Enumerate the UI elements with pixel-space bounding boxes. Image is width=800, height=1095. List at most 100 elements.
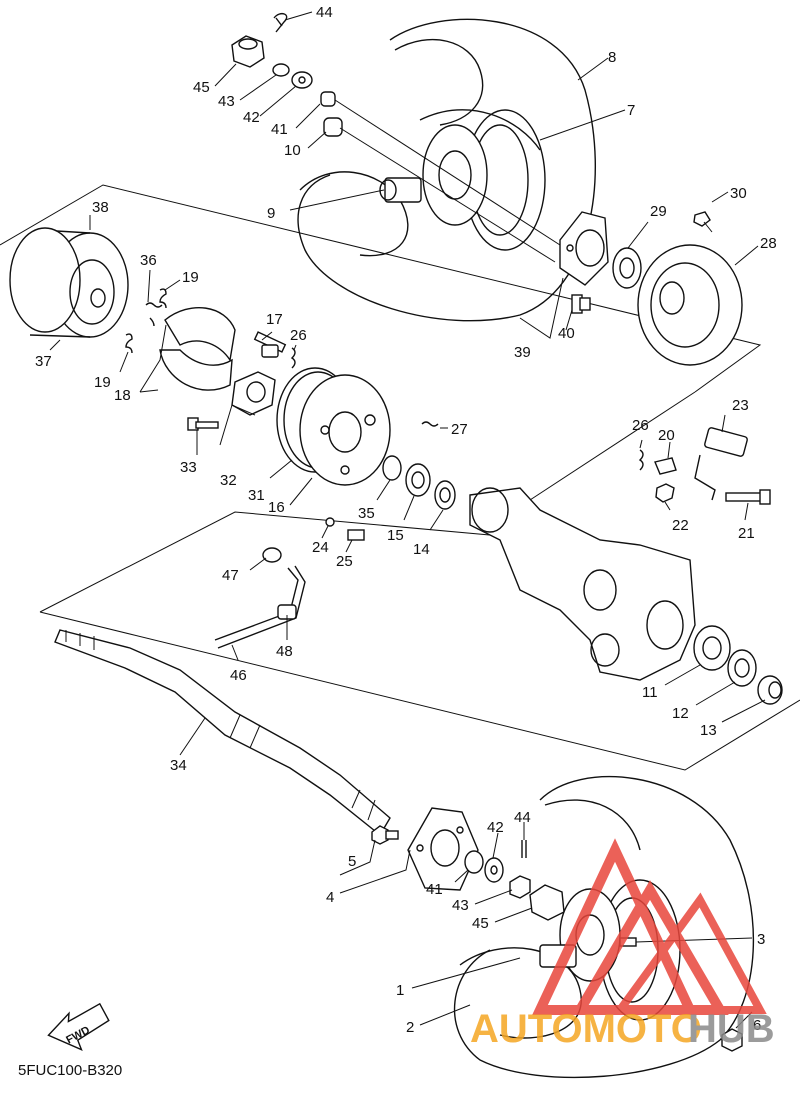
callout-label: 16 bbox=[268, 499, 285, 516]
bolt-33 bbox=[187, 417, 219, 431]
callout-label: 5 bbox=[348, 853, 356, 870]
seal-12 bbox=[727, 649, 757, 687]
collar-13 bbox=[757, 675, 783, 705]
callout-label: 32 bbox=[220, 472, 237, 489]
callout-label: 15 bbox=[387, 527, 404, 544]
bolt-30 bbox=[693, 211, 713, 233]
collar-10 bbox=[323, 117, 343, 137]
pin-26b bbox=[638, 449, 644, 471]
callout-label: 33 bbox=[180, 459, 197, 476]
spring-19b bbox=[125, 333, 133, 354]
callout-label: 39 bbox=[514, 344, 531, 361]
washer-42b bbox=[484, 857, 504, 883]
callout-label: 30 bbox=[730, 185, 747, 202]
callout-label: 42 bbox=[487, 819, 504, 836]
callout-label: 26 bbox=[632, 417, 649, 434]
hub-39 bbox=[559, 211, 609, 286]
diagram-code: 5FUC100-B320 bbox=[18, 1062, 123, 1079]
callout-label: 41 bbox=[426, 881, 443, 898]
callout-label: 23 bbox=[732, 397, 749, 414]
group-outline-upper bbox=[0, 184, 762, 501]
callout-label: 35 bbox=[358, 505, 375, 522]
castle-nut-45b bbox=[529, 884, 565, 921]
callout-label: 44 bbox=[316, 4, 333, 21]
washer-42 bbox=[291, 71, 313, 89]
nut-22 bbox=[655, 483, 675, 503]
callout-label: 43 bbox=[452, 897, 469, 914]
callout-label: 6 bbox=[753, 1017, 761, 1034]
callout-label: 46 bbox=[230, 667, 247, 684]
collar-35 bbox=[382, 455, 402, 481]
cotter-pin-44b bbox=[521, 840, 527, 858]
axis-lines-upper bbox=[334, 99, 561, 263]
callout-label: 22 bbox=[672, 517, 689, 534]
leader-lines bbox=[49, 11, 766, 1029]
callout-label: 19 bbox=[94, 374, 111, 391]
upper-hub bbox=[379, 124, 488, 226]
brake-shoe-18 bbox=[159, 306, 236, 391]
callout-label: 11 bbox=[642, 684, 658, 701]
callout-label: 28 bbox=[760, 235, 777, 252]
nut-6 bbox=[721, 1028, 743, 1052]
camshaft-17 bbox=[253, 331, 287, 358]
callout-label: 4 bbox=[326, 889, 334, 906]
callout-label: 41 bbox=[271, 121, 288, 138]
bearing-15 bbox=[405, 463, 431, 497]
watermark-text: AUTOMOTO HUB bbox=[470, 1007, 775, 1051]
callout-label: 27 bbox=[451, 421, 468, 438]
callout-label: 37 bbox=[35, 353, 52, 370]
watermark-logo bbox=[532, 838, 767, 1015]
collar-41 bbox=[320, 91, 336, 107]
callout-label: 44 bbox=[514, 809, 531, 826]
callout-label: 10 bbox=[284, 142, 301, 159]
callout-label: 8 bbox=[608, 49, 616, 66]
castle-nut-45 bbox=[231, 35, 265, 68]
bolt-40 bbox=[571, 294, 591, 314]
callout-label: 14 bbox=[413, 541, 430, 558]
rod-46 bbox=[214, 565, 306, 649]
callout-label: 34 bbox=[170, 757, 187, 774]
seal-14 bbox=[434, 480, 456, 510]
hub-4 bbox=[407, 807, 479, 891]
pin-26a bbox=[290, 347, 296, 369]
callout-label: 48 bbox=[276, 643, 293, 660]
callout-label: 43 bbox=[218, 93, 235, 110]
callout-label: 12 bbox=[672, 705, 689, 722]
group-outline-lower bbox=[39, 511, 800, 771]
callout-label: 26 bbox=[290, 327, 307, 344]
callout-label: 9 bbox=[267, 205, 275, 222]
callout-label: 45 bbox=[193, 79, 210, 96]
callout-label: 3 bbox=[757, 931, 765, 948]
brake-drum-cover-28 bbox=[637, 244, 743, 366]
bearing-11 bbox=[693, 625, 731, 671]
clip-47 bbox=[262, 547, 282, 563]
brake-panel-16 bbox=[299, 374, 391, 486]
watermark-text-a: AUTOMOTO bbox=[470, 1007, 702, 1051]
callout-label: 17 bbox=[266, 311, 283, 328]
callout-label: 47 bbox=[222, 567, 239, 584]
callout-label: 20 bbox=[658, 427, 675, 444]
brake-arm-23 bbox=[694, 427, 748, 501]
cotter-pin-44 bbox=[273, 12, 288, 33]
bolt-25 bbox=[347, 529, 365, 541]
callout-label: 7 bbox=[627, 102, 635, 119]
callout-label: 18 bbox=[114, 387, 131, 404]
bolt-5 bbox=[371, 825, 399, 845]
spring-19a bbox=[159, 288, 167, 309]
washer-43b bbox=[509, 875, 531, 899]
callout-label: 31 bbox=[248, 487, 265, 504]
brake-drum-38 bbox=[9, 227, 129, 338]
seal-29 bbox=[612, 247, 642, 289]
callout-label: 2 bbox=[406, 1019, 414, 1036]
spring-36 bbox=[145, 302, 163, 327]
callout-label: 13 bbox=[700, 722, 717, 739]
callout-labels: 44 45 43 42 41 10 8 7 9 30 29 28 40 39 3… bbox=[35, 4, 777, 1036]
callout-label: 45 bbox=[472, 915, 489, 932]
axle-housing bbox=[469, 487, 696, 681]
callout-label: 21 bbox=[738, 525, 755, 542]
callout-label: 36 bbox=[140, 252, 157, 269]
callout-label: 38 bbox=[92, 199, 109, 216]
axle-shaft-34 bbox=[54, 629, 391, 837]
callout-label: 29 bbox=[650, 203, 667, 220]
